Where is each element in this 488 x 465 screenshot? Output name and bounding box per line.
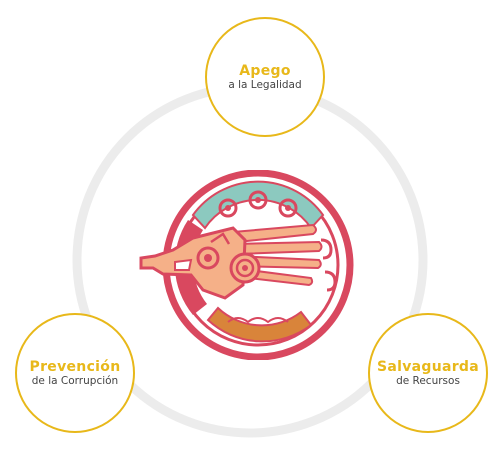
- node-apego: Apego a la Legalidad: [205, 17, 325, 137]
- emblem-logo: [139, 170, 354, 360]
- node-prevencion: Prevención de la Corrupción: [15, 313, 135, 433]
- node-subtitle: de Recursos: [396, 374, 460, 387]
- node-title: Prevención: [29, 358, 121, 375]
- node-title: Salvaguarda: [376, 358, 479, 375]
- node-title: Apego: [239, 62, 291, 79]
- node-salvaguarda: Salvaguarda de Recursos: [368, 313, 488, 433]
- node-subtitle: a la Legalidad: [228, 78, 302, 91]
- node-subtitle: de la Corrupción: [31, 374, 119, 387]
